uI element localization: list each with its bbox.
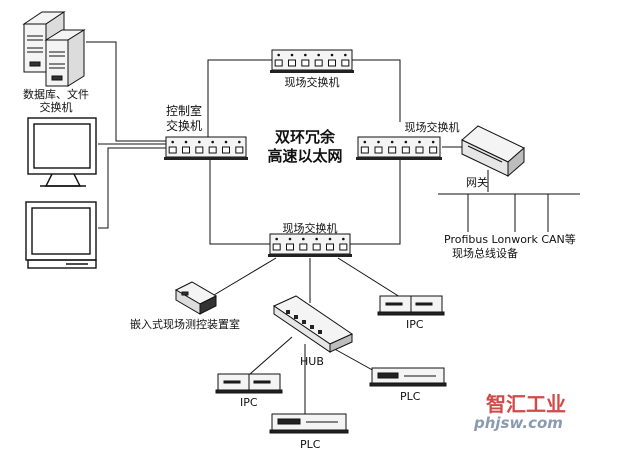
field-switch-bottom-label: 现场交换机 [282, 222, 338, 235]
fieldbus-devices-label: 现场总线设备 [452, 247, 518, 260]
ipc-right-icon [377, 295, 445, 316]
ring-link-bottom-left [209, 160, 270, 245]
plc-bottom-icon [269, 413, 349, 434]
watermark-logo-text: 智汇工业 [486, 392, 566, 416]
watermark-site-text: phjsw.com [474, 414, 563, 432]
db-file-switch-label: 数据库、文件交换机 [23, 88, 89, 114]
plc-bottom-label: PLC [300, 438, 321, 451]
field-switch-bottom-icon [268, 233, 352, 257]
field-switch-top-label: 现场交换机 [284, 76, 340, 89]
field-switch-right-label: 现场交换机 [404, 121, 460, 134]
hub-icon [272, 295, 354, 353]
plc-right-icon [369, 367, 447, 387]
monitor-icon-1 [27, 117, 97, 187]
field-switch-right-icon [356, 136, 442, 160]
ring-link-top-right [352, 59, 401, 122]
embedded-device-icon [174, 281, 218, 315]
field-switch-top-icon [270, 49, 354, 73]
link-monitor-2 [98, 147, 166, 229]
gateway-label: 网关 [466, 176, 488, 189]
link-embedded [213, 257, 277, 296]
fieldbus-protocols-label: Profibus Lonwork CAN等 [444, 233, 576, 246]
ipc-left-icon [215, 373, 283, 394]
control-room-switch-label: 控制室交换机 [166, 104, 203, 133]
ring-title: 双环冗余高速以太网 [267, 128, 343, 165]
gateway-icon [461, 125, 525, 178]
ipc-right-label: IPC [406, 318, 424, 331]
ring-link-top-left [207, 59, 272, 137]
plc-right-label: PLC [400, 390, 421, 403]
link-ipc-right [337, 257, 401, 298]
ring-link-bottom-right [350, 160, 401, 245]
hub-label: HUB [300, 355, 324, 368]
embedded-device-label: 嵌入式现场测控装置室 [130, 318, 240, 331]
link-server [86, 41, 166, 142]
file-server-icon [44, 29, 86, 87]
link-hub-ipc [249, 336, 293, 375]
ipc-left-label: IPC [240, 396, 258, 409]
monitor-icon-2 [25, 201, 97, 269]
control-room-switch-icon [164, 136, 248, 160]
